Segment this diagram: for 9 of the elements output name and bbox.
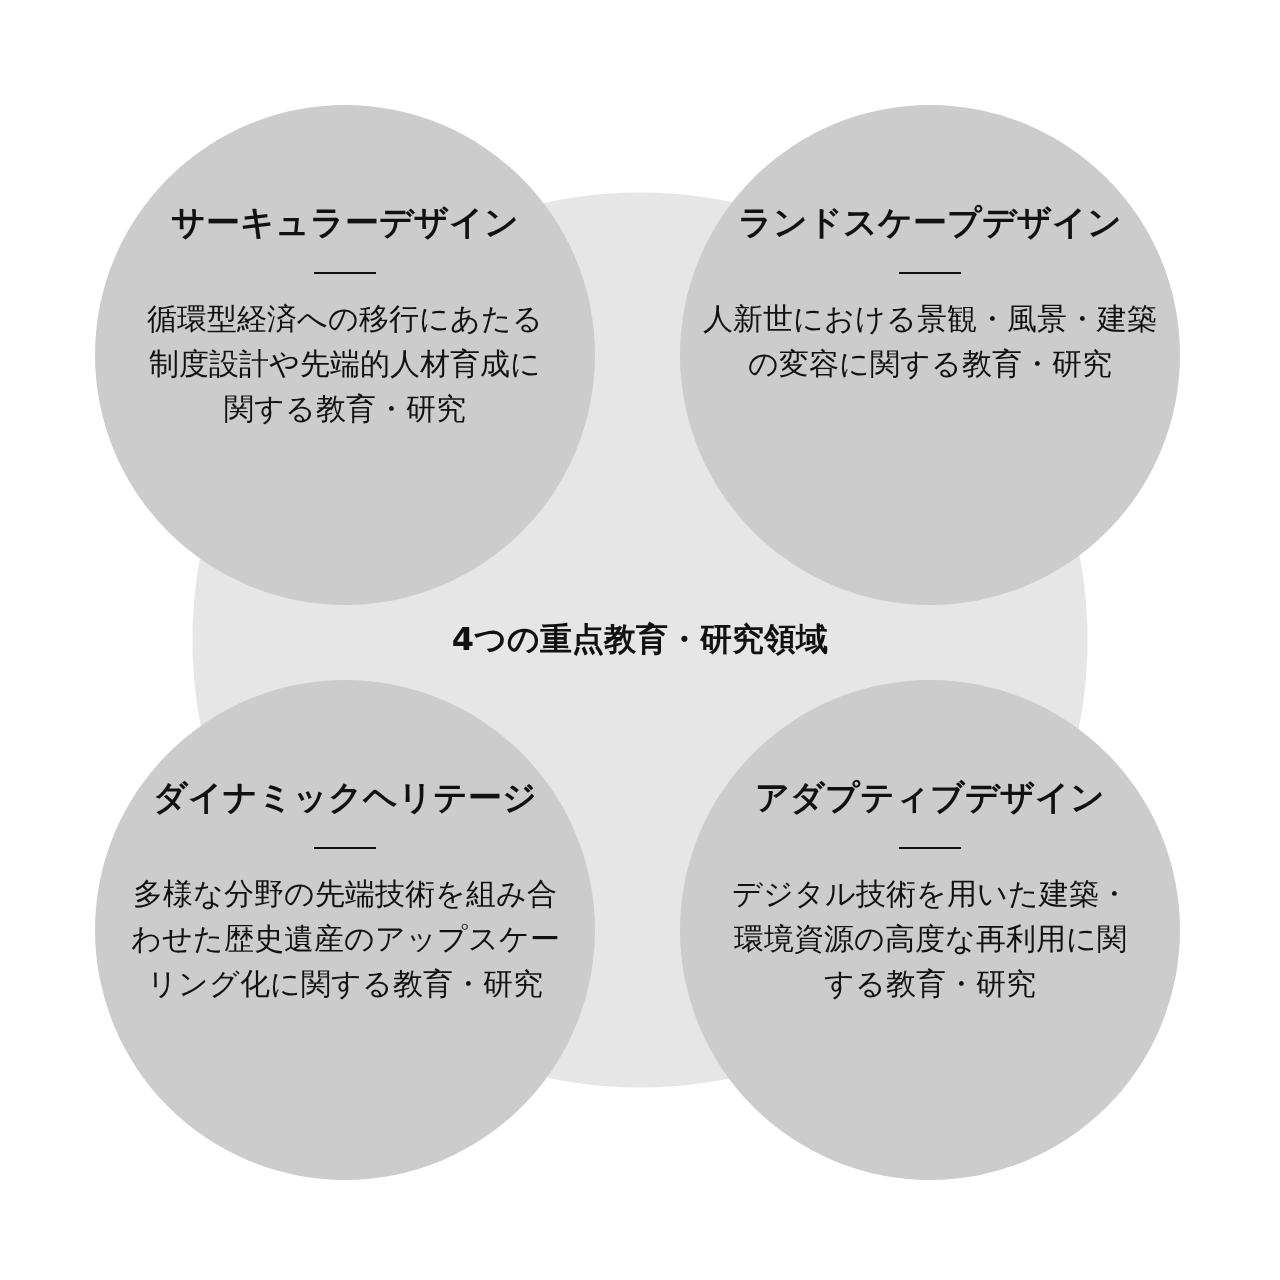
topic-heading: サーキュラーデザイン [171,201,519,244]
center-title: 4つの重点教育・研究領域 [390,618,890,662]
topic-description: 多様な分野の先端技術を組み合わせた歴史遺産のアップスケーリング化に関する教育・研究 [130,875,560,1003]
topic-description: 循環型経済への移行にあたる制度設計や先端的人材育成に関する教育・研究 [146,300,544,428]
topic-heading: アダプティブデザイン [755,776,1105,819]
topic-heading: ダイナミックヘリテージ [153,776,537,819]
topic-heading: ランドスケープデザイン [738,201,1122,244]
topic-description: 人新世における景観・風景・建築の変容に関する教育・研究 [702,300,1158,383]
topic-description: デジタル技術を用いた建築・環境資源の高度な再利用に関する教育・研究 [730,875,1130,1003]
